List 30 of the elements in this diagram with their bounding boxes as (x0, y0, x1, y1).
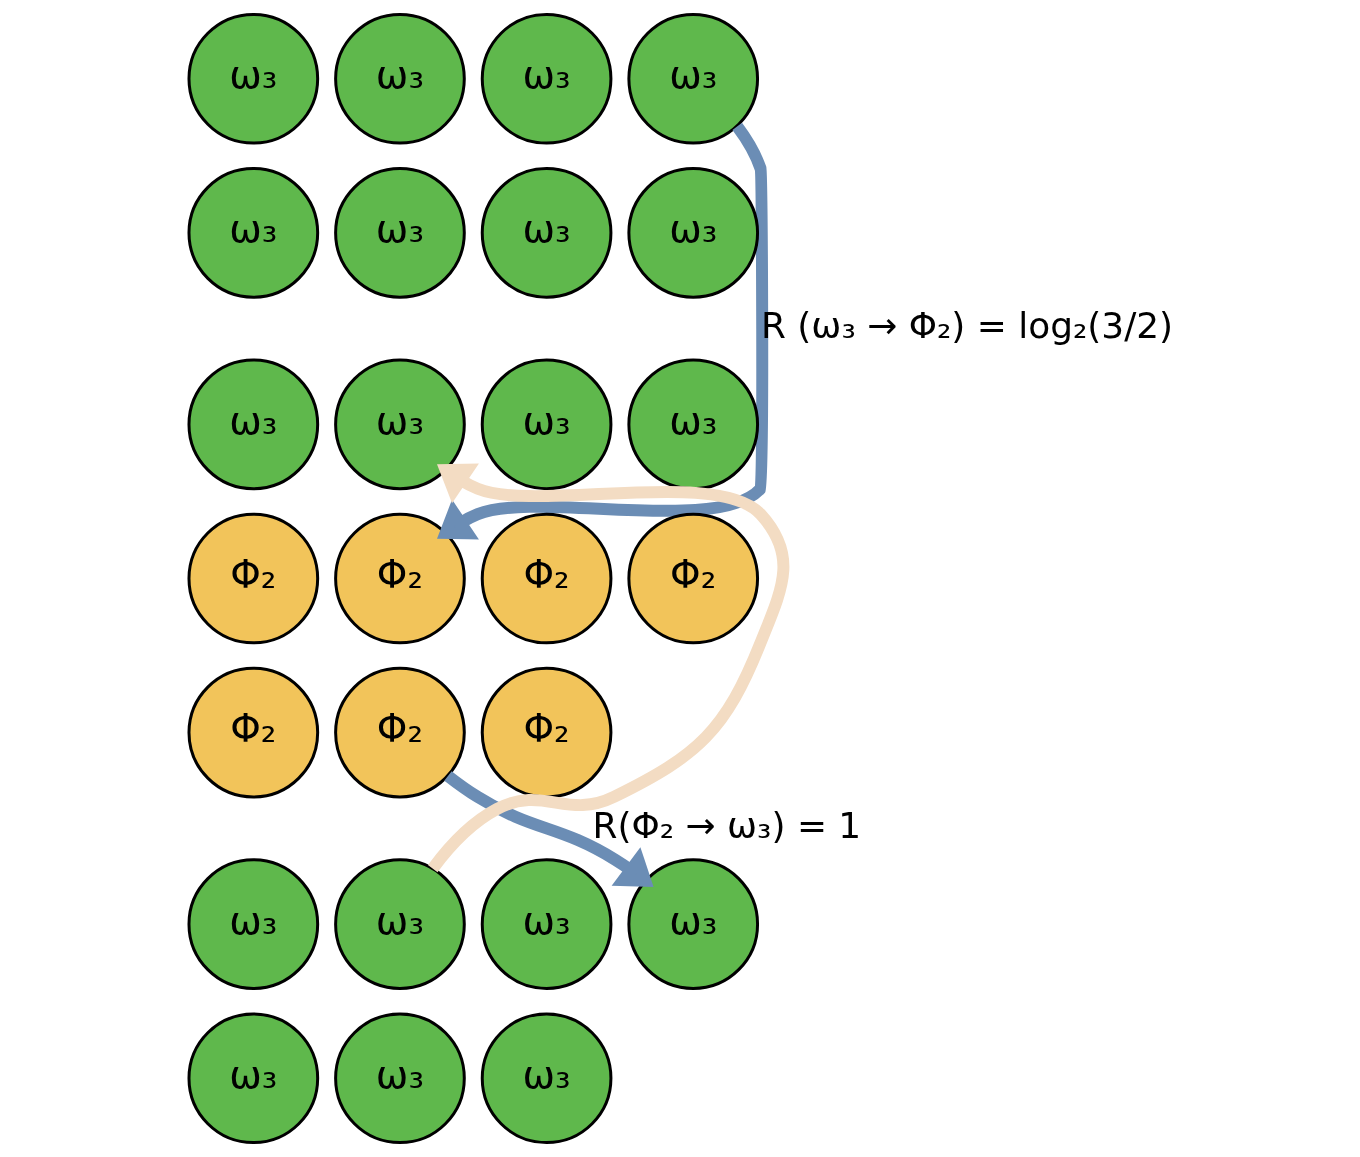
node-circle: ω₃ (626, 167, 759, 299)
node-circle: ω₃ (480, 1012, 612, 1145)
arrow (427, 463, 789, 873)
arrow (443, 771, 654, 888)
node-circle: ω₃ (626, 12, 759, 145)
node-circle: ω₃ (480, 12, 612, 145)
node-circle: ω₃ (480, 358, 612, 491)
node-circle: ω₃ (187, 1012, 319, 1145)
node-circle: Φ₂ (626, 512, 759, 645)
node-circle: ω₃ (187, 12, 319, 145)
node-circle: ω₃ (187, 858, 319, 990)
node-circle: ω₃ (333, 358, 466, 491)
node-circle: Φ₂ (333, 512, 466, 645)
node-circle: Φ₂ (480, 512, 612, 645)
node-circle: ω₃ (480, 858, 612, 990)
node-circle: ω₃ (187, 358, 319, 491)
node-circle: Φ₂ (480, 666, 612, 799)
node-circle: ω₃ (626, 858, 759, 990)
arrow (436, 122, 768, 540)
node-circle: ω₃ (333, 12, 466, 145)
node-circle: ω₃ (187, 167, 319, 299)
node-circle: ω₃ (333, 167, 466, 299)
node-circle: ω₃ (626, 358, 759, 491)
edge-label: R(Φ₂ → ω₃) = 1 (592, 804, 861, 846)
node-circle: ω₃ (333, 858, 466, 990)
node-circle: ω₃ (480, 167, 612, 299)
node-circle: ω₃ (333, 1012, 466, 1145)
node-circle: Φ₂ (187, 666, 319, 799)
node-circle: Φ₂ (187, 512, 319, 645)
node-circle: Φ₂ (333, 666, 466, 799)
